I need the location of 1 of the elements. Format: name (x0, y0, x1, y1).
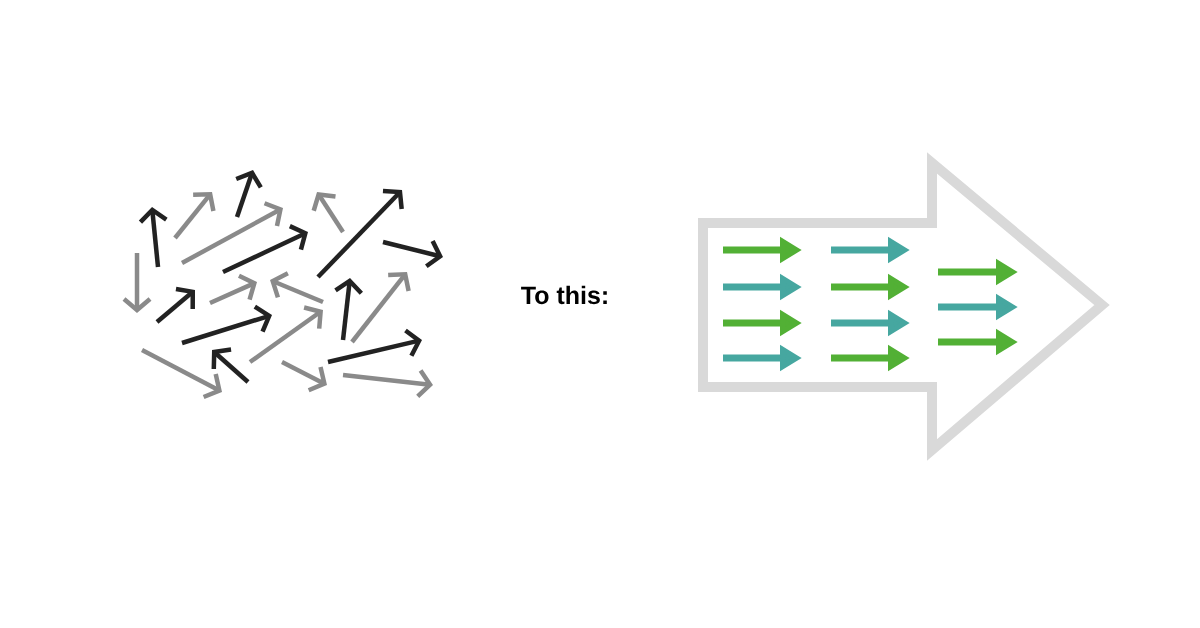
label-text: To this: (521, 285, 607, 305)
